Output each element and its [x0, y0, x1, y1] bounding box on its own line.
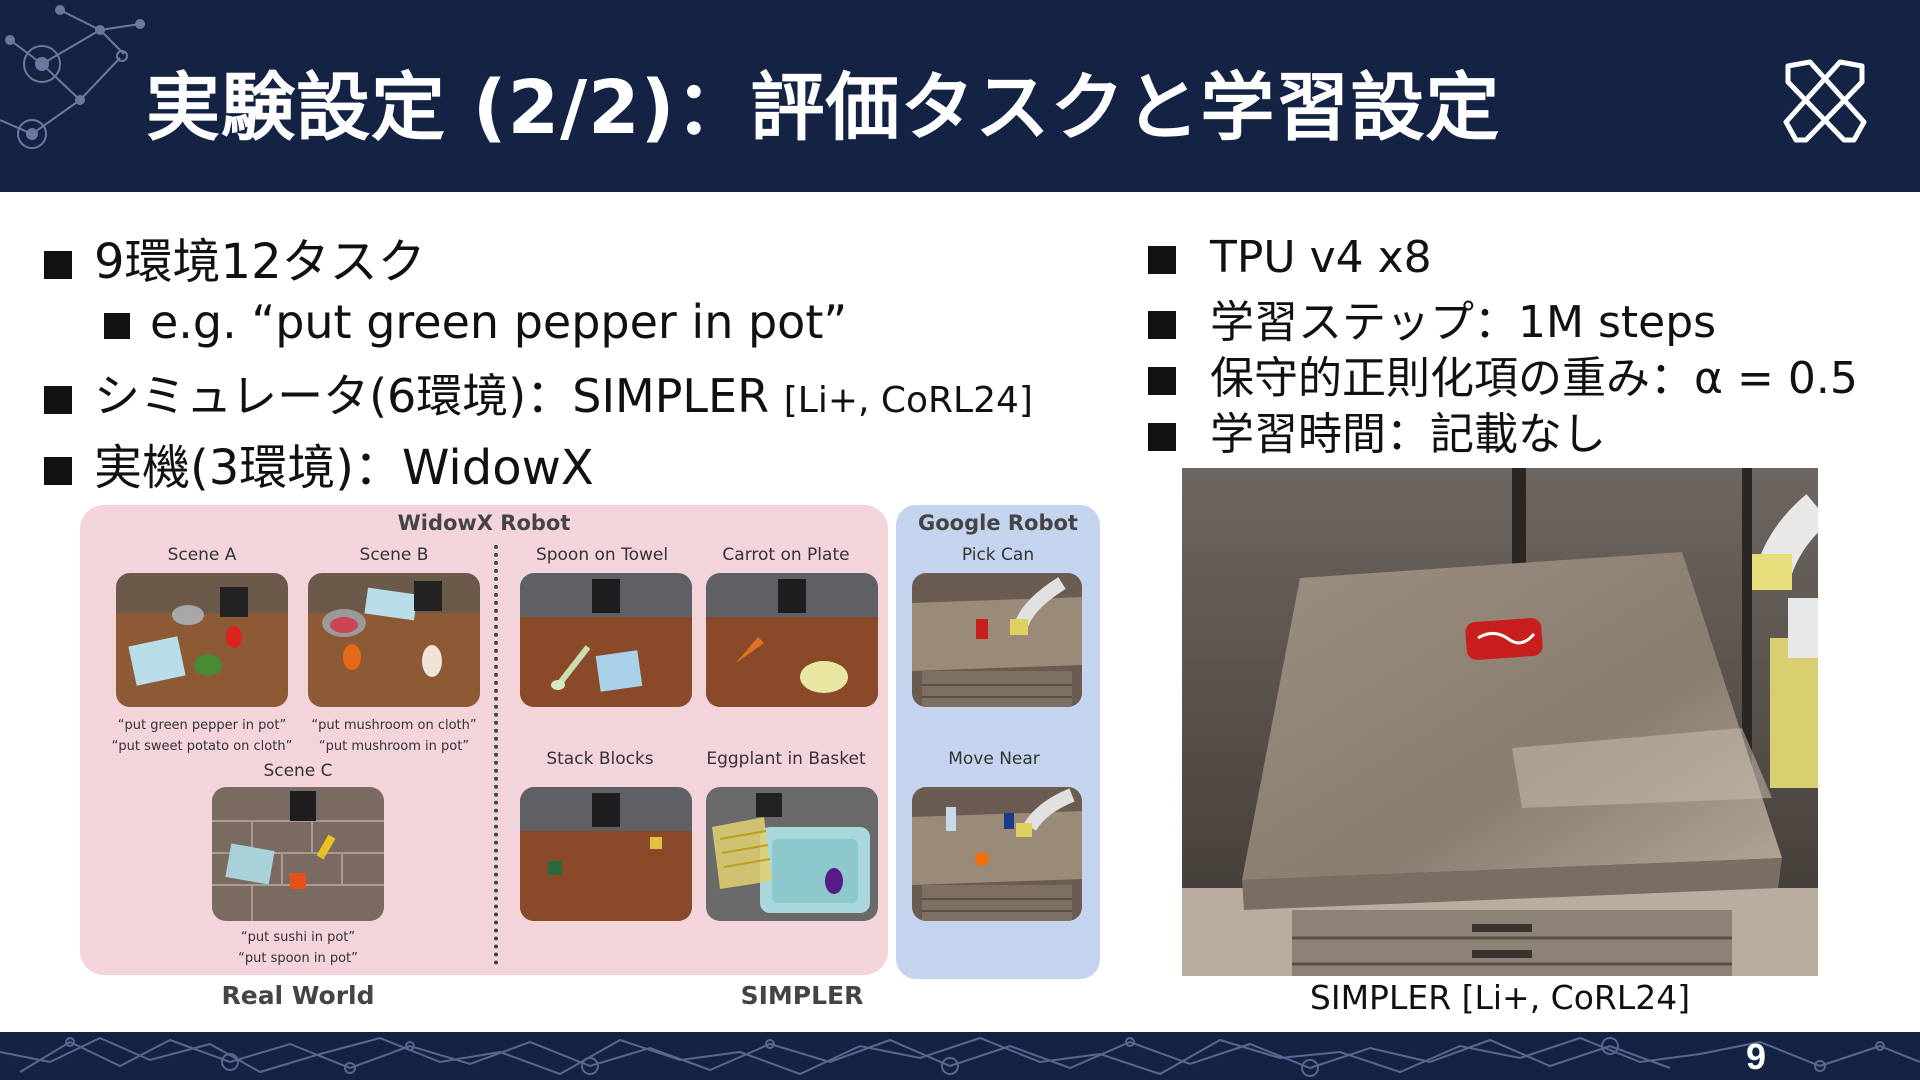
bullet-text: 学習時間：記載なし [1210, 409, 1606, 460]
bullet-square-icon [1148, 423, 1176, 451]
bullet-square-icon [44, 385, 72, 414]
network-decoration-icon [0, 5, 145, 149]
scene-b-image [308, 573, 480, 707]
page-title: 実験設定 (2/2)：評価タスクと学習設定 [146, 65, 1501, 151]
scene-a-image [116, 573, 288, 707]
scene-b-caption: “put mushroom on cloth” “put mushroom in… [294, 715, 494, 757]
spoon-on-towel-image [520, 573, 692, 707]
scene-b-label: Scene B [359, 545, 429, 565]
bullet-square-icon [1148, 246, 1176, 274]
bullet-text: e.g. “put green pepper in pot” [150, 295, 848, 349]
bullet-text: 学習ステップ：1M steps [1210, 297, 1717, 348]
widowx-header: WidowX Robot [397, 511, 571, 535]
bullet-text: TPU v4 x8 [1210, 232, 1432, 283]
caption-line: “put spoon in pot” [238, 951, 358, 966]
scene-a-caption: “put green pepper in pot” “put sweet pot… [102, 715, 302, 757]
move-near-label: Move Near [948, 749, 1040, 769]
scene-c-label: Scene C [263, 761, 333, 781]
bullet-simulator: シミュレータ(6環境)：SIMPLER [Li+, CoRL24] [44, 360, 1033, 426]
carrot-on-plate-label: Carrot on Plate [722, 545, 850, 565]
eggplant-in-basket-image [706, 787, 878, 921]
scene-c-image [212, 787, 384, 921]
page-number: 9 [1745, 1036, 1766, 1077]
pick-can-label: Pick Can [961, 545, 1035, 565]
bullet-environments: 9環境12タスク [44, 222, 426, 292]
google-robot-header: Google Robot [918, 511, 1078, 535]
footer-bar: 9 [0, 1032, 1920, 1080]
photo-caption: SIMPLER [Li+, CoRL24] [1309, 978, 1691, 1017]
move-near-image [912, 787, 1082, 921]
eggplant-in-basket-label: Eggplant in Basket [706, 749, 866, 769]
bullet-square-icon [44, 457, 72, 485]
bullet-example-task: e.g. “put green pepper in pot” [104, 295, 847, 349]
caption-line: “put green pepper in pot” [117, 718, 287, 733]
simpler-sim-image [1182, 468, 1818, 976]
bullet-real-robot: 実機(3環境)：WidowX [44, 428, 594, 498]
citation: [Li+, CoRL24] [783, 380, 1033, 421]
bullet-square-icon [44, 251, 72, 279]
scene-c-caption: “put sushi in pot” “put spoon in pot” [198, 927, 398, 969]
stack-blocks-image [520, 787, 692, 921]
bullet-text: 実機(3環境)：WidowX [94, 440, 594, 496]
caption-line: “put mushroom on cloth” [311, 718, 477, 733]
stack-blocks-label: Stack Blocks [546, 749, 654, 769]
title-bar: 実験設定 (2/2)：評価タスクと学習設定 [0, 0, 1920, 192]
crossed-logo-icon [1783, 59, 1867, 143]
carrot-on-plate-image [706, 573, 878, 707]
caption-line: “put mushroom in pot” [318, 739, 470, 754]
task-figure: WidowX Robot Google Robot Scene A Scene … [80, 505, 1100, 1025]
bullet-text: 保守的正則化項の重み：α = 0.5 [1210, 353, 1858, 404]
bullet-steps: 学習ステップ：1M steps [1148, 286, 1716, 350]
network-decoration-icon [0, 1036, 1920, 1077]
simpler-label: SIMPLER [740, 981, 864, 1010]
bullet-regularization: 保守的正則化項の重み：α = 0.5 [1148, 342, 1858, 406]
caption-line: “put sushi in pot” [240, 930, 356, 945]
real-world-label: Real World [221, 981, 375, 1010]
bullet-text: 9環境12タスク [94, 234, 426, 290]
bullet-text: シミュレータ(6環境)：SIMPLER [94, 369, 784, 423]
caption-line: “put sweet potato on cloth” [111, 739, 293, 754]
scene-a-label: Scene A [167, 545, 237, 565]
pick-can-image [912, 573, 1082, 707]
bullet-square-icon [104, 312, 130, 339]
spoon-on-towel-label: Spoon on Towel [535, 545, 669, 565]
bullet-tpu: TPU v4 x8 [1148, 232, 1432, 283]
bullet-square-icon [1148, 367, 1176, 395]
dotted-divider [494, 545, 498, 965]
bullet-square-icon [1148, 311, 1176, 339]
bullet-training-time: 学習時間：記載なし [1148, 398, 1606, 462]
